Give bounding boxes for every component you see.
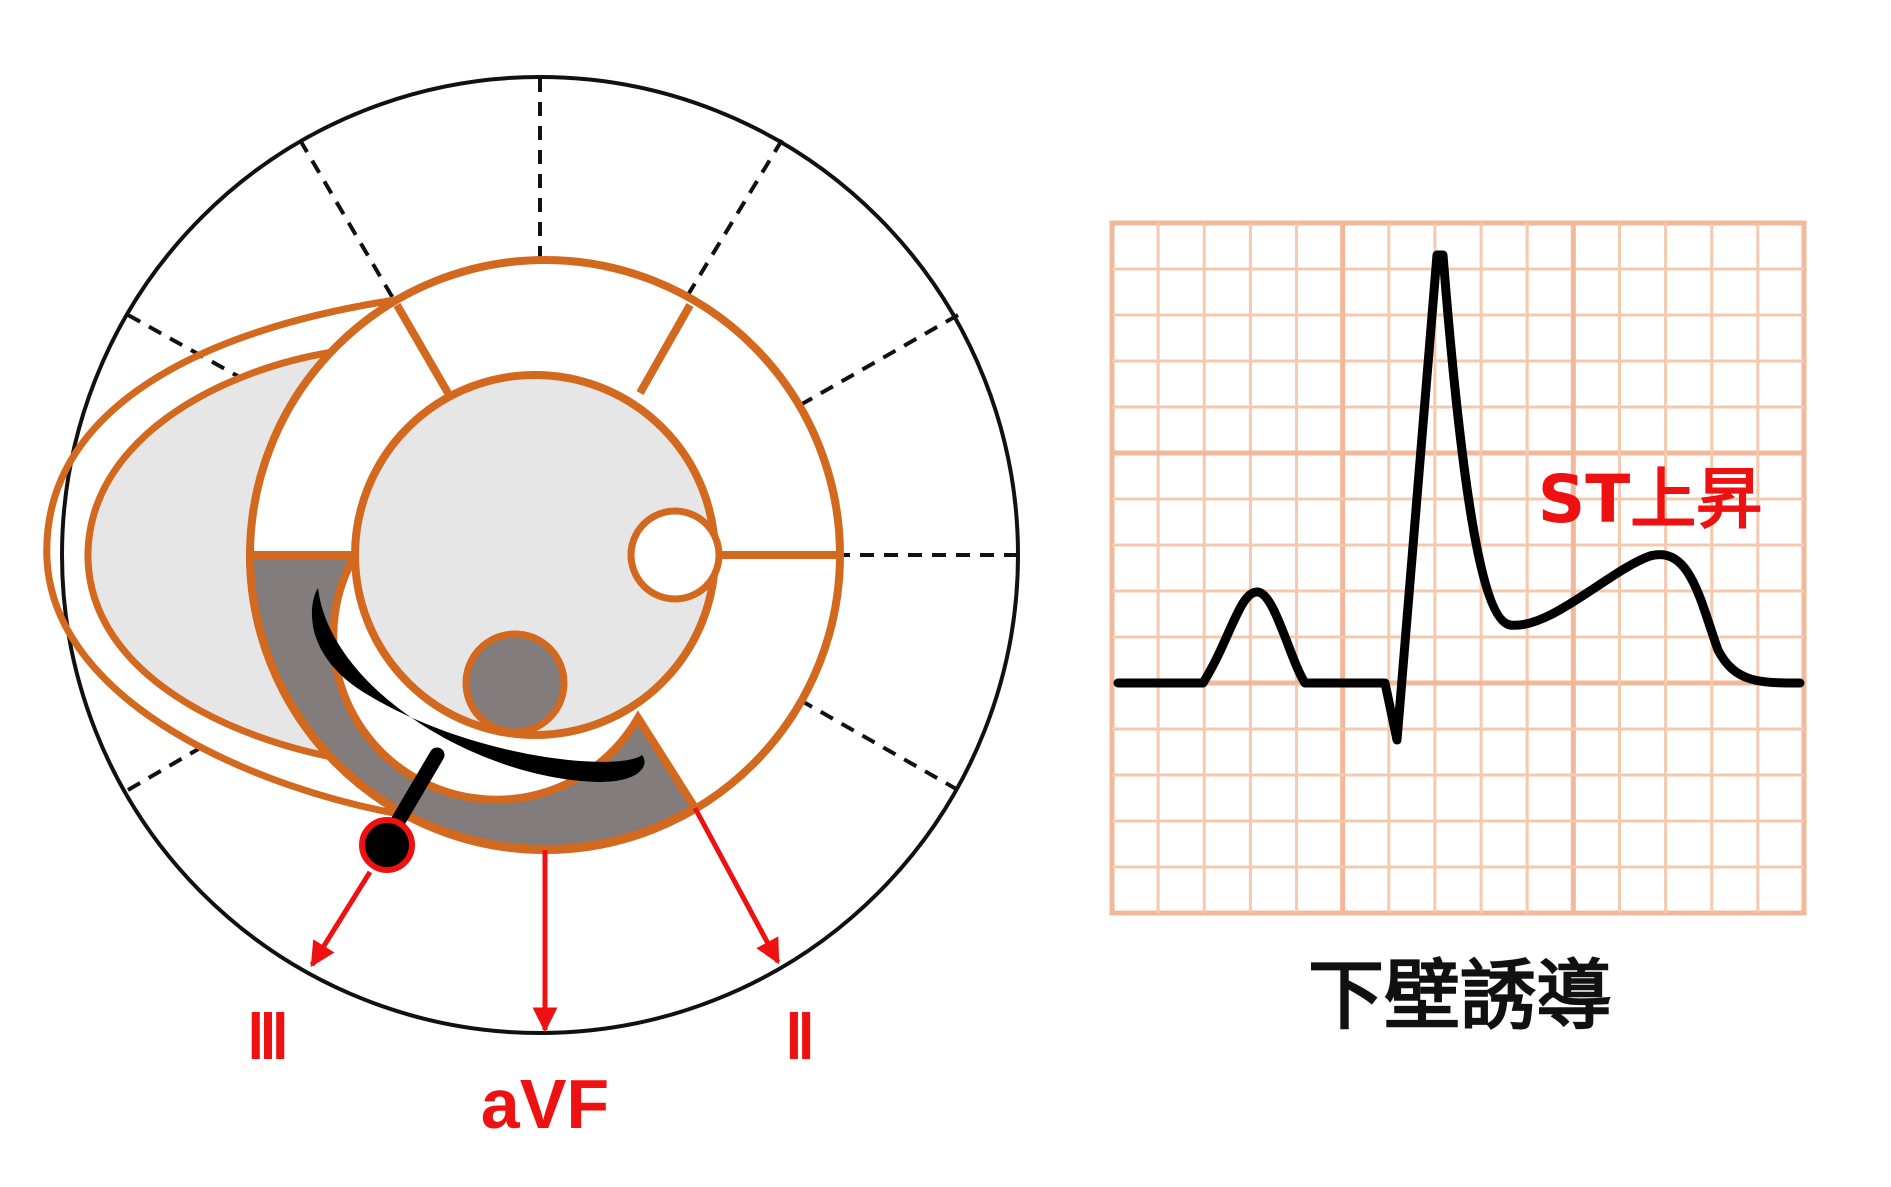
lead-circle-group: Ⅲ aVF Ⅱ: [43, 75, 1020, 1143]
inferior-leads-caption: 下壁誘導: [1308, 951, 1612, 1040]
lead-axis-dashes: [126, 78, 1018, 792]
axis-line-upper-left: [298, 138, 399, 307]
segment-dividers: [250, 302, 840, 811]
axis-line-upper-right: [678, 138, 784, 310]
segment-divider-anterior-right: [636, 303, 694, 395]
ecg-panel: ST上昇: [1109, 220, 1807, 916]
segment-divider-anterior-left: [393, 302, 452, 396]
lead-ii-label: Ⅱ: [785, 1003, 816, 1072]
st-elevation-label: ST上昇: [1538, 461, 1763, 538]
lead-iii-arrow: [309, 870, 373, 968]
lead-avf-label: aVF: [481, 1065, 609, 1143]
lead-arrows: [309, 806, 781, 1033]
lead-ii-arrow: [692, 806, 781, 965]
right-ventricle-outer-wall: [43, 296, 406, 819]
injury-current-arc: [311, 588, 645, 782]
papillary-muscle-anterolateral: [627, 507, 723, 603]
papillary-muscle-posteromedial: [462, 630, 568, 736]
segment-divider-inferior-right: [634, 715, 699, 811]
ecg-trace: [1113, 250, 1805, 745]
axis-line-right-upper: [794, 313, 959, 410]
ecg-grid: [1112, 223, 1804, 913]
lead-iii-label: Ⅲ: [247, 1003, 290, 1072]
axis-line-right-lower: [799, 698, 959, 792]
axis-line-left-lower: [126, 746, 202, 792]
ecg-paper: [1109, 220, 1807, 916]
electrode-dot: [359, 817, 415, 873]
